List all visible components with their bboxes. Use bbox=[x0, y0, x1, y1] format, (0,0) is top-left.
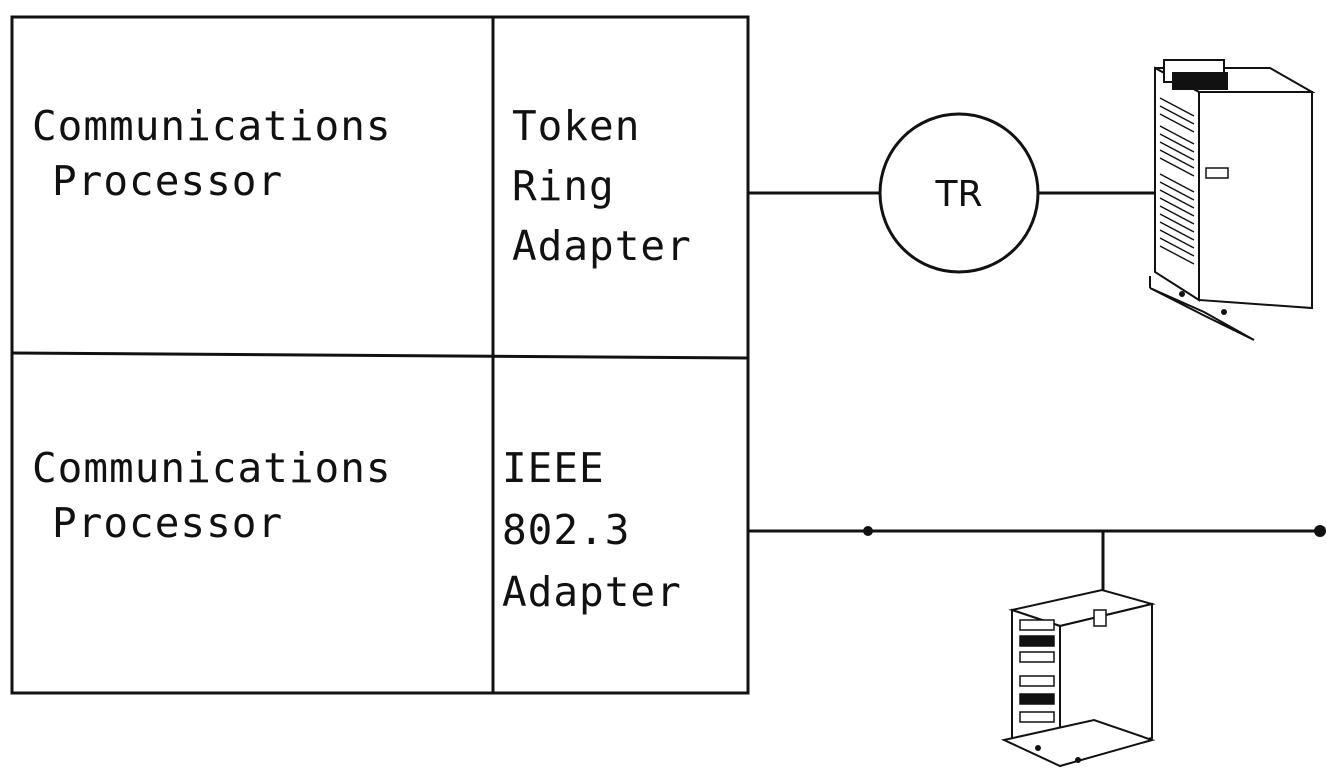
top-adapter-label-line2: Ring bbox=[512, 162, 615, 210]
server-front-face bbox=[1154, 66, 1200, 302]
top-adapter-label-line3: Adapter bbox=[512, 222, 692, 270]
server-base bbox=[1149, 287, 1255, 341]
bus-tap-dot bbox=[863, 526, 873, 536]
bottom-processor-label-line1: Communications bbox=[32, 444, 392, 492]
outer-box bbox=[10, 15, 750, 695]
bottom-adapter-label-line3: Adapter bbox=[502, 568, 682, 616]
drive-slots bbox=[1019, 619, 1055, 723]
bottom-adapter-label-line1: IEEE bbox=[502, 444, 605, 492]
bottom-adapter-label-line2: 802.3 bbox=[502, 506, 630, 554]
top-processor-label-line2: Processor bbox=[52, 157, 283, 205]
tower-server-icon bbox=[1000, 588, 1156, 768]
top-adapter-label-line1: Token bbox=[512, 102, 640, 150]
server-base bbox=[1000, 718, 1156, 768]
drive-bay-2 bbox=[1172, 72, 1228, 90]
token-ring-label: TR bbox=[934, 174, 982, 215]
horizontal-divider bbox=[11, 351, 749, 360]
adapter-box bbox=[10, 15, 750, 695]
bottom-processor-label-line2: Processor bbox=[52, 499, 283, 547]
tower-server-icon bbox=[1149, 59, 1316, 341]
server-side-face bbox=[1198, 91, 1313, 310]
bus-end-dot bbox=[1314, 525, 1326, 537]
token-ring-connection: TR bbox=[748, 112, 1158, 274]
vent-lines bbox=[1159, 97, 1195, 265]
top-processor-label-line1: Communications bbox=[32, 102, 392, 150]
server-indicator bbox=[1205, 167, 1229, 179]
server-indicator bbox=[1093, 609, 1107, 627]
ethernet-bus bbox=[748, 525, 1326, 590]
